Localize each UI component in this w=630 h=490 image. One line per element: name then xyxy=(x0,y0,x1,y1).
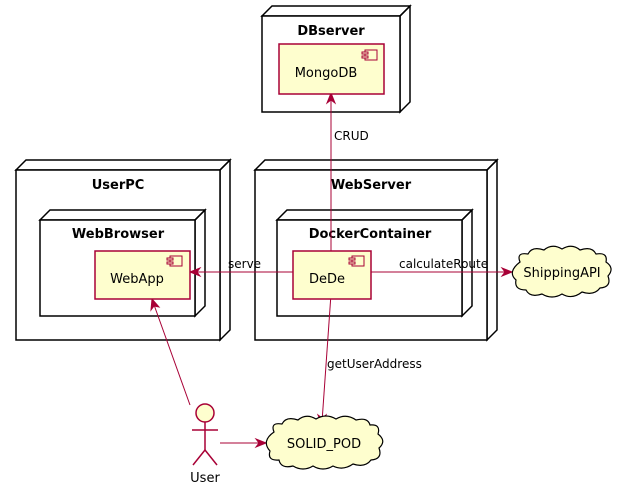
actor-user[interactable]: User xyxy=(190,403,220,486)
arrowhead-up-icon xyxy=(325,91,337,105)
actor-head-icon xyxy=(195,403,215,423)
edge-calculate-route: calculateRoute xyxy=(371,257,514,278)
component-mongodb[interactable]: MongoDB xyxy=(278,43,385,95)
cloud-solid-pod[interactable]: SOLID_POD xyxy=(265,415,384,470)
edge-label-serve: serve xyxy=(228,257,261,271)
cloud-label-shippingapi: ShippingAPI xyxy=(523,266,600,281)
arrowhead-right-icon xyxy=(500,266,514,278)
component-webapp[interactable]: WebApp xyxy=(94,250,191,300)
cloud-label-solid-pod: SOLID_POD xyxy=(287,437,361,452)
node-title-webserver: WebServer xyxy=(331,178,412,193)
arrowhead-up-icon xyxy=(150,297,161,312)
edge-label-get-user-address: getUserAddress xyxy=(327,357,422,371)
node-title-webbrowser: WebBrowser xyxy=(72,227,165,242)
edge-user-solid-pod xyxy=(220,437,268,449)
cloud-shippingapi[interactable]: ShippingAPI xyxy=(511,245,612,298)
actor-label-user: User xyxy=(190,471,220,486)
node-title-dockercontainer: DockerContainer xyxy=(309,227,432,242)
component-label-mongodb: MongoDB xyxy=(295,66,358,81)
component-icon xyxy=(166,255,183,267)
node-title-dbserver: DBserver xyxy=(297,24,365,39)
edge-label-calculate-route: calculateRoute xyxy=(399,257,488,271)
edge-crud: CRUD xyxy=(325,91,369,251)
node-title-userpc: UserPC xyxy=(92,178,145,193)
component-icon xyxy=(361,49,378,61)
component-dede[interactable]: DeDe xyxy=(292,250,372,300)
edge-serve: serve xyxy=(188,257,293,278)
component-icon xyxy=(348,255,365,267)
component-label-dede: DeDe xyxy=(309,272,345,287)
arrowhead-left-icon xyxy=(188,266,202,278)
edge-label-crud: CRUD xyxy=(334,129,369,143)
arrowhead-right-icon xyxy=(254,437,268,449)
edge-user-webapp xyxy=(150,297,191,406)
component-label-webapp: WebApp xyxy=(110,272,164,287)
